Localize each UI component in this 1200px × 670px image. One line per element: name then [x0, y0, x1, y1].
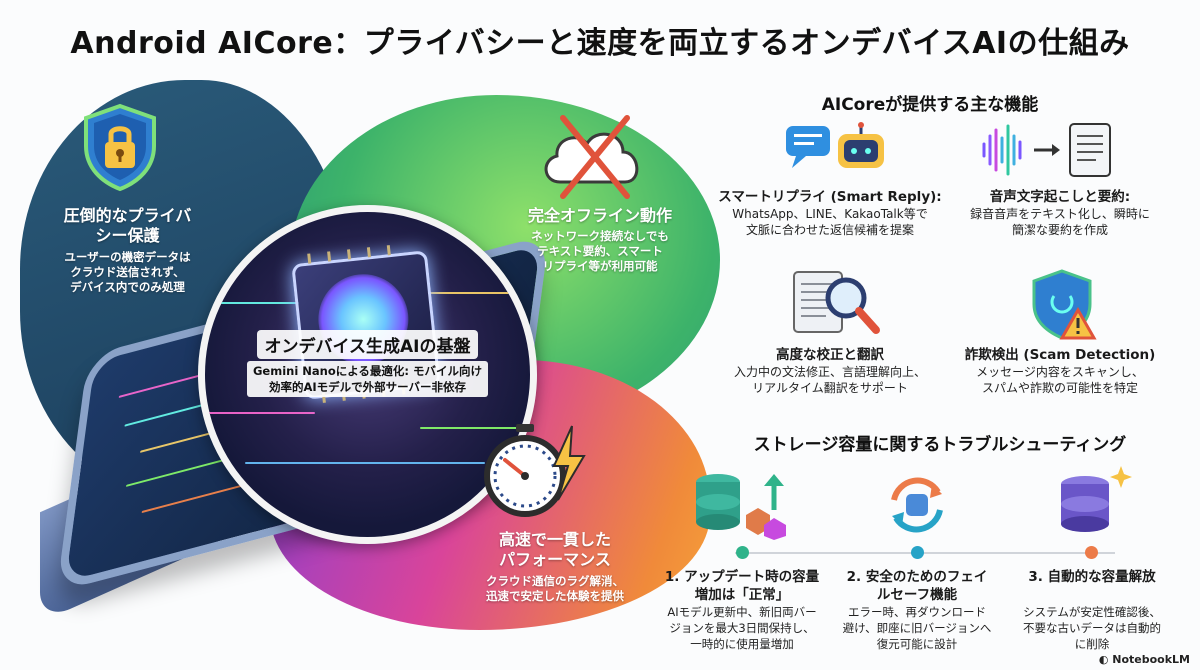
step-desc: に削除	[1074, 637, 1110, 651]
privacy-desc: デバイス内でのみ処理	[70, 280, 185, 294]
step-desc: 避け、即座に旧バージョンへ	[842, 621, 992, 635]
database-sparkle-icon	[1061, 466, 1132, 532]
step-desc: システムが安定性確認後、	[1023, 605, 1161, 619]
waveform-to-document-icon	[982, 123, 1111, 177]
step-title: 3. 自動的な容量解放	[1028, 569, 1156, 585]
circuit-line	[420, 292, 530, 294]
chip-pin	[347, 249, 352, 260]
privacy-heading: シー保護	[95, 226, 160, 245]
feature-title: 詐欺検出 (Scam Detection)	[964, 347, 1156, 363]
privacy-block: 圧倒的なプライバ シー保護 ユーザーの機密データは クラウド送信されず、 デバイ…	[40, 206, 215, 295]
storage-heading: ストレージ容量に関するトラブルシューティング	[753, 435, 1127, 455]
cloud-crossed-icon	[544, 115, 639, 199]
step-desc: ジョンを最大3日間保持し、	[669, 621, 815, 635]
speed-heading: 高速で一貫した	[498, 530, 611, 549]
step-desc: エラー時、再ダウンロード	[848, 605, 986, 619]
step-dot	[911, 546, 924, 559]
offline-block: 完全オフライン動作 ネットワーク接続なしでも テキスト要約、スマート リプライ等…	[500, 206, 700, 274]
shield-warning-icon	[1032, 269, 1097, 340]
step-desc: 一時的に使用量増加	[690, 637, 794, 651]
core-desc-line: Gemini Nanoによる最適化: モバイル向け	[252, 364, 483, 378]
step-title: 1. アップデート時の容量	[664, 569, 820, 585]
stopwatch-lightning-icon	[484, 424, 586, 517]
step-desc: AIモデル更新中、新旧両バー	[667, 605, 817, 619]
core-desc: Gemini Nanoによる最適化: モバイル向け 効率的AIモデルで外部サーバ…	[246, 361, 489, 397]
step-title: 増加は「正常」	[694, 587, 790, 603]
step-title: ルセーフ機能	[876, 587, 958, 603]
privacy-heading: 圧倒的なプライバ	[63, 206, 192, 225]
step-desc: 不要な古いデータは自動的	[1023, 621, 1161, 635]
feature-desc: 入力中の文法修正、言語理解向上、	[733, 365, 926, 379]
magnifier-document-icon	[793, 271, 880, 334]
chip-pin	[307, 253, 312, 264]
chip-pin	[366, 247, 371, 258]
speed-block: 高速で一貫した パフォーマンス クラウド通信のラグ解消、 迅速で安定した体験を提…	[460, 530, 650, 604]
step-dot	[736, 546, 749, 559]
page-title: Android AICore：プライバシーと速度を両立するオンデバイスAIの仕組…	[70, 26, 1130, 61]
privacy-desc: クラウド送信されず、	[70, 265, 185, 279]
feature-desc: スパムや詐欺の可能性を特定	[981, 381, 1138, 395]
circuit-line	[205, 412, 315, 414]
core-label: オンデバイス生成AIの基盤 Gemini Nanoによる最適化: モバイル向け …	[205, 330, 530, 397]
feature-desc: リアルタイム翻訳をサポート	[752, 381, 908, 395]
circuit-line	[245, 462, 485, 464]
feature-smart-reply: スマートリプライ (Smart Reply): WhatsApp、LINE、Ka…	[700, 188, 960, 238]
storage-step-1: 1. アップデート時の容量 増加は「正常」 AIモデル更新中、新旧両バー ジョン…	[652, 568, 832, 652]
feature-desc: 簡潔な要約を作成	[1011, 223, 1108, 237]
feature-desc: 文脈に合わせた返信候補を提案	[745, 223, 914, 237]
chip-pin	[386, 245, 391, 256]
feature-title: スマートリプライ (Smart Reply):	[718, 189, 942, 205]
feature-proofreading: 高度な校正と翻訳 入力中の文法修正、言語理解向上、 リアルタイム翻訳をサポート	[700, 346, 960, 396]
storage-step-2: 2. 安全のためのフェイ ルセーフ機能 エラー時、再ダウンロード 避け、即座に旧…	[827, 568, 1007, 652]
chat-bot-icon	[786, 122, 884, 168]
brand-watermark: ◐ NotebookLM	[1099, 653, 1190, 666]
sync-failsafe-icon	[891, 477, 943, 533]
speed-desc: クラウド通信のラグ解消、	[486, 574, 624, 588]
circuit-line	[205, 302, 305, 304]
core-heading: オンデバイス生成AIの基盤	[256, 330, 479, 359]
circuit-line	[420, 427, 530, 429]
feature-title: 音声文字起こしと要約:	[989, 189, 1131, 205]
feature-title: 高度な校正と翻訳	[776, 347, 884, 363]
feature-transcription: 音声文字起こしと要約: 録音音声をテキスト化し、瞬時に 簡潔な要約を作成	[930, 188, 1190, 238]
offline-desc: テキスト要約、スマート	[537, 244, 663, 258]
feature-desc: メッセージ内容をスキャンし、	[976, 365, 1144, 379]
speed-heading: パフォーマンス	[499, 550, 611, 569]
feature-scam-detection: 詐欺検出 (Scam Detection) メッセージ内容をスキャンし、 スパム…	[930, 346, 1190, 396]
step-dot	[1085, 546, 1098, 559]
notebook-logo-icon: ◐	[1098, 653, 1113, 666]
feature-desc: WhatsApp、LINE、KakaoTalk等で	[732, 207, 928, 221]
step-title: 2. 安全のためのフェイ	[846, 569, 988, 585]
features-heading: AICoreが提供する主な機能	[821, 95, 1039, 115]
timeline-line	[735, 552, 1115, 554]
speed-desc: 迅速で安定した体験を提供	[486, 589, 624, 603]
feature-desc: 録音音声をテキスト化し、瞬時に	[970, 207, 1150, 221]
core-circle: オンデバイス生成AIの基盤 Gemini Nanoによる最適化: モバイル向け …	[198, 205, 537, 544]
privacy-desc: ユーザーの機密データは	[64, 250, 191, 264]
database-upgrade-icon	[696, 474, 786, 540]
offline-heading: 完全オフライン動作	[527, 206, 672, 225]
step-desc: 復元可能に設計	[876, 637, 958, 651]
offline-desc: ネットワーク接続なしでも	[531, 229, 669, 243]
storage-step-3: 3. 自動的な容量解放 システムが安定性確認後、 不要な古いデータは自動的 に削…	[1002, 568, 1182, 652]
chip-pin	[327, 251, 332, 262]
core-desc-line: 効率的AIモデルで外部サーバー非依存	[268, 380, 467, 394]
lock-shield-icon	[84, 103, 156, 192]
brand-name: NotebookLM	[1112, 653, 1190, 666]
offline-desc: リプライ等が利用可能	[542, 259, 658, 273]
